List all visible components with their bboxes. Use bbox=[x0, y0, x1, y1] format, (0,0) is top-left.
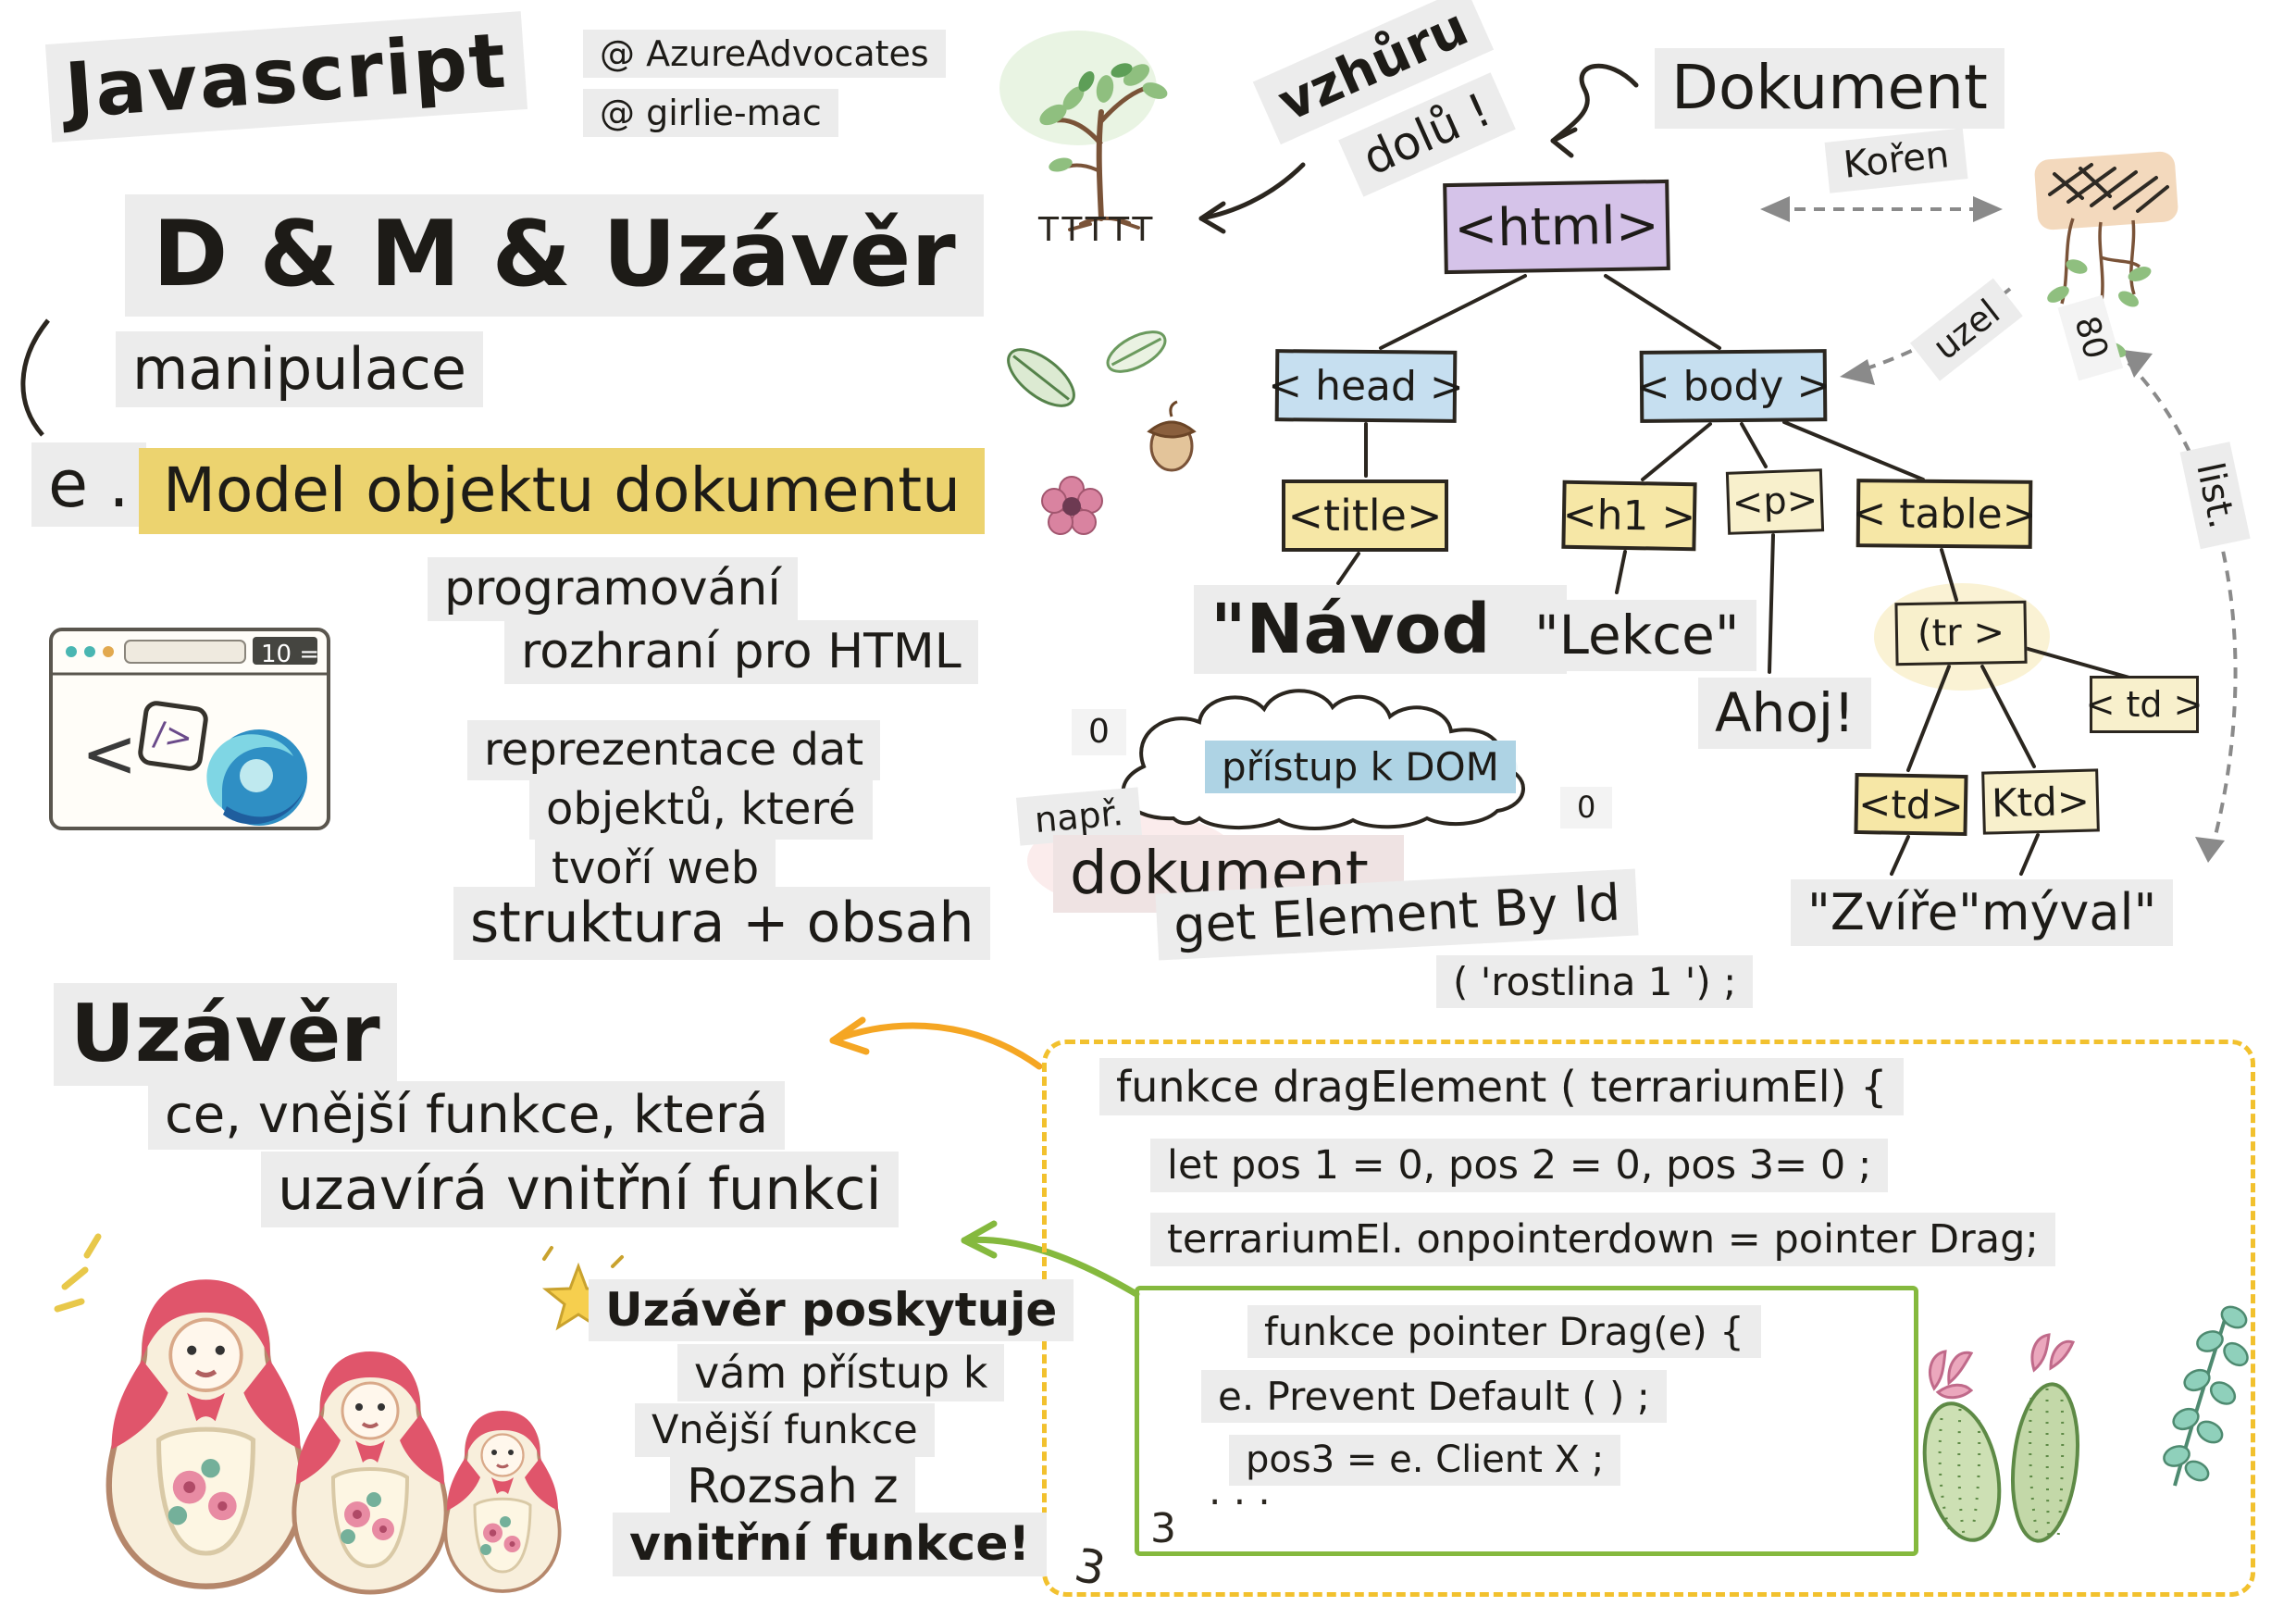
acorn-icon bbox=[1147, 400, 1197, 472]
closure-note4: Rozsah z bbox=[670, 1455, 915, 1520]
tree-node-html: <html> bbox=[1443, 179, 1670, 275]
closure-line1: ce, vnější funkce, která bbox=[148, 1081, 786, 1151]
label-zero-right: 0 bbox=[1560, 787, 1613, 829]
tree-node-td-left: <td> bbox=[1854, 772, 1968, 837]
star-sparkles bbox=[542, 1246, 624, 1268]
dom-note-struktura: struktura + obsah bbox=[453, 887, 991, 961]
browser-code-open: < bbox=[81, 715, 138, 792]
code-inner-three: 3 bbox=[1150, 1505, 1176, 1552]
dom-note-objektu: objektů, které bbox=[529, 779, 873, 840]
browser-address-text: 10 = bbox=[261, 641, 320, 668]
tree-node-tr: (tr > bbox=[1894, 600, 2028, 666]
tree-node-title: <title> bbox=[1282, 479, 1448, 552]
closure-note2: vám přístup k bbox=[677, 1344, 1005, 1402]
closure-heading: Uzávěr bbox=[54, 983, 397, 1086]
tree-node-table: < table> bbox=[1852, 479, 2037, 549]
dom-note-reprezentace: reprezentace dat bbox=[467, 720, 881, 780]
inner-green-arrow bbox=[961, 1220, 1140, 1298]
dom-note-rozhrani: rozhraní pro HTML bbox=[504, 620, 978, 685]
tree-node-h1: <h1 > bbox=[1561, 479, 1697, 552]
roots-sketch bbox=[2034, 151, 2178, 358]
tree-node-td-right: < td > bbox=[2086, 676, 2203, 733]
closure-line2: uzavírá vnitřní funkci bbox=[261, 1152, 899, 1227]
browser-sketch bbox=[49, 628, 330, 830]
sparkle-icon bbox=[54, 1233, 102, 1313]
cactus-sketch bbox=[1922, 1333, 2079, 1543]
tree-node-td-mid: Ktd> bbox=[1981, 768, 2100, 835]
handle-girliemac: @ girlie-mac bbox=[583, 89, 838, 138]
dom-note-programovani: programování bbox=[428, 557, 798, 622]
label-e-prefix: e . bbox=[31, 442, 146, 528]
code-line-2: let pos 1 = 0, pos 2 = 0, pos 3= 0 ; bbox=[1150, 1139, 1889, 1193]
paren-sketch bbox=[20, 318, 50, 437]
subtitle-dom-closure: D & M & Uzávěr bbox=[125, 194, 984, 317]
label-lekce: "Lekce" bbox=[1518, 600, 1756, 671]
succulent-sketch bbox=[2163, 1305, 2249, 1487]
tree-node-p: <p> bbox=[1725, 468, 1825, 535]
label-zero-left: 0 bbox=[1072, 709, 1126, 755]
closure-yellow-arrow bbox=[829, 1016, 1043, 1070]
tree-node-head: < head > bbox=[1268, 349, 1464, 423]
leaf-decor-1 bbox=[1007, 348, 1075, 407]
tree-sketch bbox=[1039, 63, 1168, 231]
label-manipulace: manipulace bbox=[116, 331, 484, 407]
leaf-decor-2 bbox=[1106, 330, 1167, 373]
label-dokument: Dokument bbox=[1655, 48, 2004, 129]
flower-icon bbox=[1041, 476, 1103, 535]
label-navod: "Návod " bbox=[1194, 585, 1567, 675]
closure-note5: vnitřní funkce! bbox=[613, 1513, 1048, 1577]
code-line-1: funkce dragElement ( terrariumEl) { bbox=[1099, 1058, 1905, 1116]
closure-note1: Uzávěr poskytuje bbox=[589, 1279, 1074, 1341]
label-ahoj: Ahoj! bbox=[1698, 678, 1872, 749]
koren-arrow bbox=[1760, 196, 2003, 222]
code-inner-line-2: e. Prevent Default ( ) ; bbox=[1201, 1370, 1667, 1424]
label-rostlina: ( 'rostlina 1 ') ; bbox=[1436, 955, 1754, 1009]
browser-code-icon: /> bbox=[136, 699, 210, 773]
cloud-label: přístup k DOM bbox=[1205, 741, 1516, 794]
vzhuru-arrow bbox=[1198, 162, 1306, 234]
dom-tree-lines bbox=[1336, 274, 2138, 876]
matryoshka-dolls bbox=[109, 1279, 562, 1592]
code-line-3: terrariumEl. onpointerdown = pointer Dra… bbox=[1150, 1213, 2055, 1267]
handle-azure: @ AzureAdvocates bbox=[583, 30, 946, 79]
code-inner-green-box bbox=[1135, 1286, 1918, 1556]
label-zvire-myval: "Zvíře"mýval" bbox=[1791, 879, 2174, 946]
dom-model-title: Model objektu dokumentu bbox=[139, 448, 985, 534]
code-inner-line-1: funkce pointer Drag(e) { bbox=[1247, 1305, 1761, 1359]
code-dots: · · · bbox=[1209, 1479, 1271, 1525]
curl-arrow bbox=[1550, 63, 1639, 158]
tree-node-body: < body > bbox=[1636, 349, 1831, 423]
closure-note3: Vnější funkce bbox=[635, 1403, 935, 1458]
list-arrow bbox=[2123, 350, 2238, 863]
browser-code-close: /> bbox=[151, 714, 195, 758]
code-inner-line-3: pos3 = e. Client X ; bbox=[1229, 1435, 1621, 1486]
label-ttttt: TTTTT bbox=[1038, 211, 1157, 249]
